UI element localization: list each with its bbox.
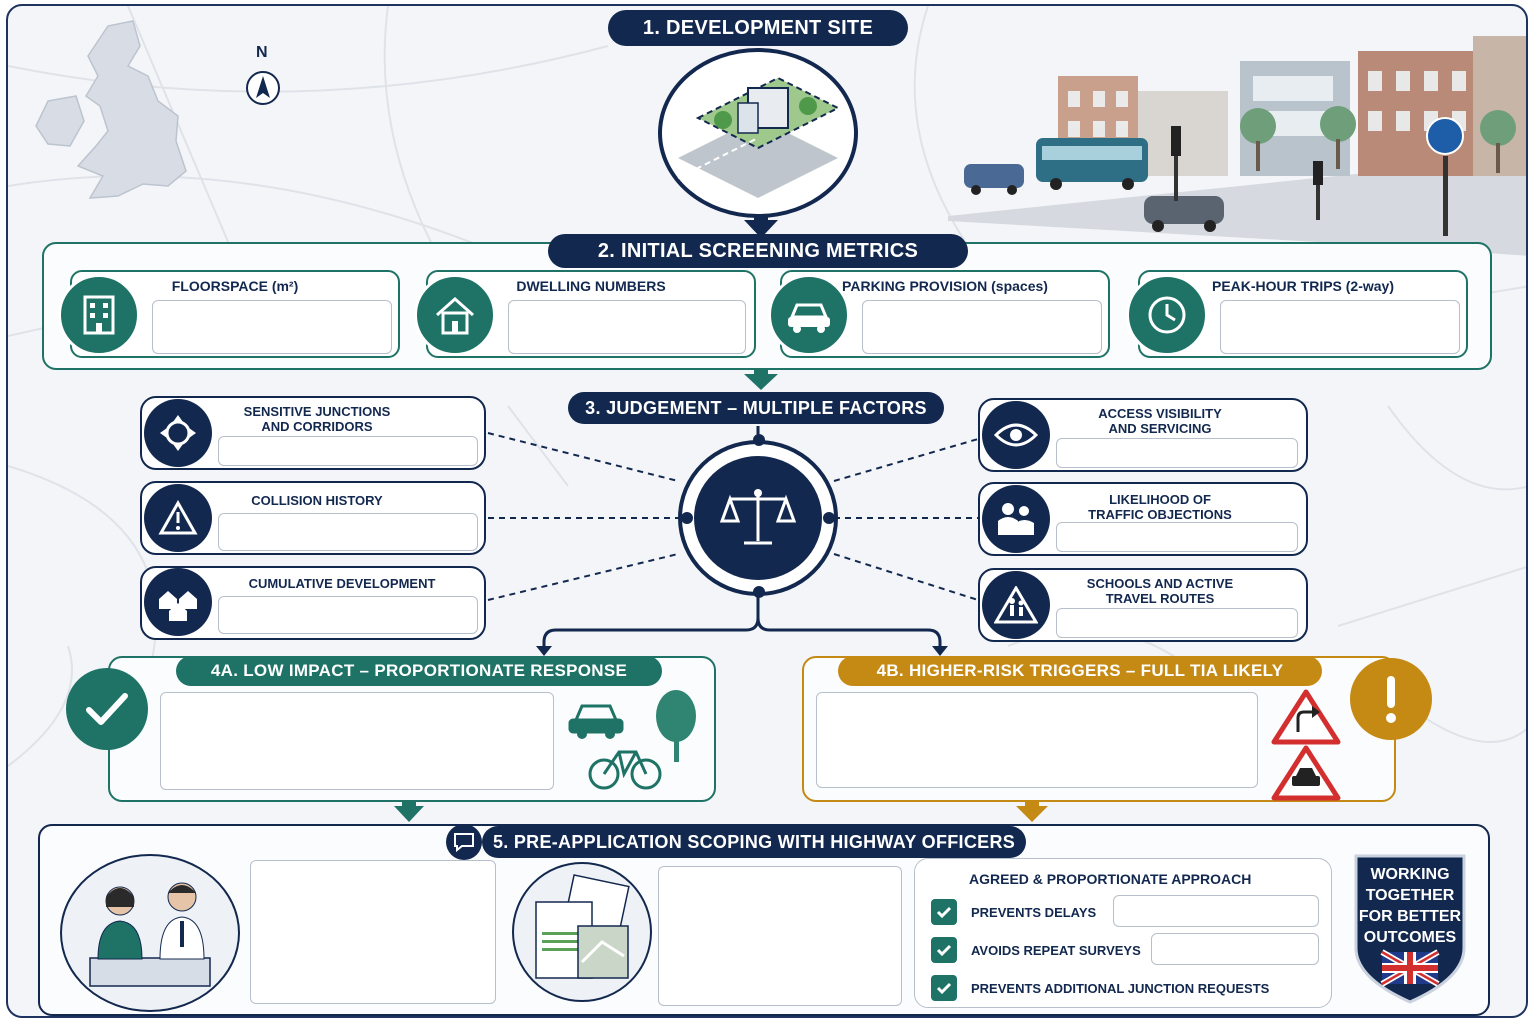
road-warning-signs-icon <box>1271 689 1341 801</box>
exclamation-icon <box>1350 658 1432 740</box>
surveys-input[interactable] <box>1151 933 1319 965</box>
approach-item-label: PREVENTS ADDITIONAL JUNCTION REQUESTS <box>971 980 1270 996</box>
step-4b-title: 4B. HIGHER-RISK TRIGGERS – FULL TIA LIKE… <box>838 656 1322 686</box>
floorspace-input[interactable] <box>152 300 392 354</box>
badge-line: OUTCOMES <box>1363 929 1457 946</box>
step-5-title: 5. PRE-APPLICATION SCOPING WITH HIGHWAY … <box>482 826 1026 858</box>
delays-input[interactable] <box>1113 895 1319 927</box>
approach-item-label: AVOIDS REPEAT SURVEYS <box>971 942 1141 958</box>
factor-connectors <box>487 432 979 601</box>
car-icon <box>768 274 850 356</box>
clock-icon <box>1126 274 1208 356</box>
house-icon <box>414 274 496 356</box>
compass-letter: N <box>256 44 268 61</box>
factor-label: CUMULATIVE DEVELOPMENT <box>248 576 436 591</box>
approach-item-delays: PREVENTS DELAYS <box>931 897 1096 927</box>
approach-item-surveys: AVOIDS REPEAT SURVEYS <box>931 935 1141 965</box>
trips-input[interactable] <box>1220 300 1460 354</box>
factor-label: COLLISION HISTORY <box>251 493 383 508</box>
badge-line: FOR BETTER <box>1358 908 1462 925</box>
checkbox-icon <box>931 899 957 925</box>
step-4a-title: 4A. LOW IMPACT – PROPORTIONATE RESPONSE <box>176 656 662 686</box>
dwellings-input[interactable] <box>508 300 746 354</box>
approach-item-label: PREVENTS DELAYS <box>971 904 1097 920</box>
checkmark-icon <box>66 668 148 750</box>
uk-map-shape <box>35 20 187 199</box>
checkbox-icon <box>931 975 957 1001</box>
cycle-route-sign-icon <box>1426 117 1464 155</box>
step-2-title: 2. INITIAL SCREENING METRICS <box>548 234 968 268</box>
low-impact-input[interactable] <box>160 692 554 790</box>
scoping-notes-input-2[interactable] <box>658 866 902 1006</box>
background-layer <box>8 6 1526 822</box>
school-crossing-icon <box>982 571 1050 639</box>
chat-bubble-icon <box>446 824 482 860</box>
metric-label: FLOORSPACE (m²) <box>171 278 299 294</box>
meeting-illustration <box>60 854 240 1012</box>
metric-label: DWELLING NUMBERS <box>516 278 666 294</box>
metric-label: PEAK-HOUR TRIPS (2-way) <box>1211 278 1395 294</box>
factor-label: SENSITIVE JUNCTIONS AND CORRIDORS <box>243 404 391 434</box>
collision-input[interactable] <box>218 513 478 551</box>
checkbox-icon <box>931 937 957 963</box>
documents-map-illustration <box>512 862 652 1002</box>
agreed-approach-panel: AGREED & PROPORTIONATE APPROACH PREVENTS… <box>914 858 1332 1008</box>
junction-target-icon <box>144 399 212 467</box>
scales-icon <box>694 456 822 580</box>
factor-label: SCHOOLS AND ACTIVE TRAVEL ROUTES <box>1086 576 1234 606</box>
eye-icon <box>982 401 1050 469</box>
metric-label: PARKING PROVISION (spaces) <box>842 278 1048 294</box>
car-bike-tree-icon <box>568 690 696 790</box>
building-icon <box>58 274 140 356</box>
access-input[interactable] <box>1056 438 1298 468</box>
parking-input[interactable] <box>862 300 1102 354</box>
badge-line: WORKING <box>1370 866 1450 883</box>
scoping-notes-input-1[interactable] <box>250 860 496 1004</box>
objections-input[interactable] <box>1056 522 1298 552</box>
working-together-badge: WORKING TOGETHER FOR BETTER OUTCOMES <box>1348 848 1472 1008</box>
approach-title: AGREED & PROPORTIONATE APPROACH <box>969 871 1252 887</box>
warning-triangle-icon <box>144 484 212 552</box>
streetscape-illustration <box>948 36 1526 256</box>
branch-connectors <box>542 596 942 648</box>
infographic-frame: 1. DEVELOPMENT SITE N 2. INITIAL SCREENI… <box>6 4 1528 1018</box>
junctions-input[interactable] <box>218 436 478 466</box>
badge-line: TOGETHER <box>1365 887 1455 904</box>
higher-risk-input[interactable] <box>816 692 1258 788</box>
cumulative-input[interactable] <box>218 596 478 634</box>
development-site-illustration <box>658 48 858 218</box>
step-1-title: 1. DEVELOPMENT SITE <box>608 10 908 46</box>
judgement-hub <box>678 440 838 596</box>
people-icon <box>982 485 1050 553</box>
step-3-title: 3. JUDGEMENT – MULTIPLE FACTORS <box>568 392 944 424</box>
factor-label: ACCESS VISIBILITY AND SERVICING <box>1098 406 1222 436</box>
factor-label: LIKELIHOOD OF TRAFFIC OBJECTIONS <box>1088 492 1232 522</box>
houses-icon <box>144 568 212 636</box>
approach-item-junctions: PREVENTS ADDITIONAL JUNCTION REQUESTS <box>931 973 1269 1003</box>
schools-input[interactable] <box>1056 608 1298 638</box>
